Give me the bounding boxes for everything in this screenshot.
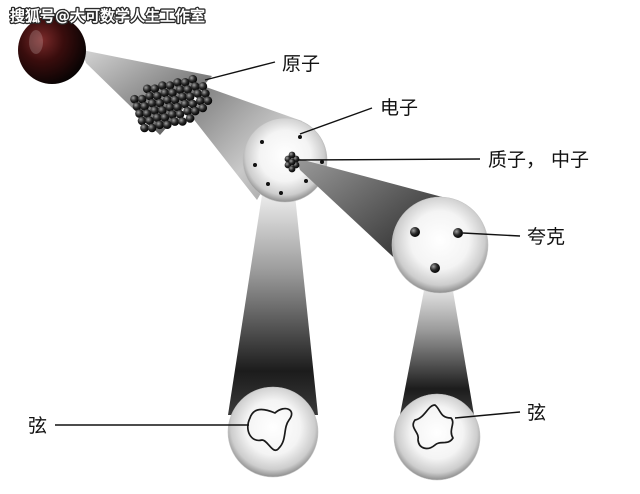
atom-particle	[193, 89, 203, 98]
atom-particle	[150, 84, 160, 93]
atom-particle	[163, 95, 172, 105]
string-sphere-right	[393, 393, 481, 481]
atom-particle	[191, 82, 200, 91]
atom-particle	[160, 88, 170, 98]
label-electron: 电子	[380, 97, 418, 119]
nucleon-ball	[288, 151, 296, 159]
atom-particle	[140, 102, 149, 111]
string-loop-left	[246, 407, 293, 451]
atom-particle	[175, 85, 185, 94]
atom-particle	[142, 84, 152, 94]
atom-particle	[165, 102, 175, 112]
apple-highlight	[29, 30, 43, 54]
atom-particle	[145, 91, 154, 101]
atom-particle	[147, 98, 157, 108]
atom-particle	[170, 95, 180, 105]
atom-particle	[175, 110, 185, 119]
atom-particle	[188, 99, 197, 109]
atom-particle	[180, 99, 190, 109]
label-quark: 夸克	[527, 226, 565, 248]
quarks	[410, 227, 463, 273]
atom-particle	[188, 74, 198, 84]
nucleus	[284, 151, 300, 173]
atom-particle	[135, 109, 144, 118]
atom-particle	[142, 109, 152, 118]
zoom-beam-atom-to-string	[228, 195, 318, 415]
nucleon-sphere	[391, 196, 489, 294]
leader-line-proton-neutron	[297, 158, 481, 161]
nucleon-ball	[288, 165, 296, 173]
atom-particle	[160, 113, 170, 122]
atom-particle	[203, 96, 213, 105]
leader-line-quark	[462, 232, 521, 237]
nucleon-ball	[288, 158, 296, 166]
zoom-beam-atoms-to-atom	[188, 87, 302, 200]
atom-particle	[185, 92, 195, 101]
leader-line-electron	[299, 107, 373, 135]
atom-particle	[150, 106, 159, 115]
electron-dot	[320, 160, 324, 164]
atom-particle	[130, 94, 139, 104]
atom-particle	[155, 98, 165, 108]
atom-particle	[137, 116, 147, 126]
apple-stem	[54, 8, 66, 22]
atom-particle	[183, 85, 192, 94]
atom-particle	[137, 94, 147, 104]
leader-line-atom	[204, 61, 276, 81]
atom-particle	[180, 78, 190, 87]
watermark: 搜狐号@大可数学人生工作室	[10, 7, 205, 25]
electron-dot	[260, 140, 264, 144]
atom-particle	[140, 123, 149, 133]
atom-particle	[178, 92, 187, 102]
atom-particle	[170, 117, 180, 126]
zoom-beam-quark-to-string	[400, 285, 474, 415]
electron-dot	[304, 179, 308, 183]
apple-body	[18, 16, 86, 84]
string-loop-right	[412, 404, 454, 450]
atom-particle	[153, 91, 162, 101]
atom-particle	[152, 113, 162, 122]
atom-particle	[158, 106, 167, 115]
label-string-right: 弦	[527, 402, 546, 424]
atom-particle	[190, 106, 200, 116]
apple-icon	[18, 8, 86, 84]
electron-dot	[253, 163, 257, 167]
atom-particle	[183, 106, 192, 116]
atom-particle	[165, 81, 175, 90]
label-atom: 原子	[282, 53, 320, 75]
quark-dot	[410, 227, 420, 237]
atom-particle	[173, 102, 182, 112]
electron-dot	[266, 182, 270, 186]
atom-particle	[173, 78, 182, 87]
electrons	[253, 135, 324, 195]
electron-dot	[279, 191, 283, 195]
atom-particle	[201, 89, 210, 98]
atom-particle	[198, 103, 208, 113]
atom-particle	[198, 82, 208, 91]
quark-dot	[453, 228, 463, 238]
atom-cluster	[130, 74, 213, 133]
atom-particle	[168, 88, 177, 97]
atom-particle	[158, 81, 167, 90]
atom-particle	[178, 117, 187, 126]
atom-particle	[147, 123, 157, 133]
atom-particle	[132, 102, 142, 111]
quark-dot	[430, 263, 440, 273]
atom-particle	[155, 120, 164, 130]
string-sphere-left	[227, 386, 319, 478]
atom-particle	[196, 96, 205, 106]
atom-particle	[185, 114, 195, 123]
label-proton-neutron: 质子， 中子	[488, 149, 589, 171]
atom-particle	[163, 120, 172, 129]
label-string-left: 弦	[28, 415, 47, 437]
atom-particle	[145, 116, 154, 125]
leader-line-string-right	[454, 411, 521, 419]
electron-dot	[298, 135, 302, 139]
atom-particle	[168, 110, 177, 119]
